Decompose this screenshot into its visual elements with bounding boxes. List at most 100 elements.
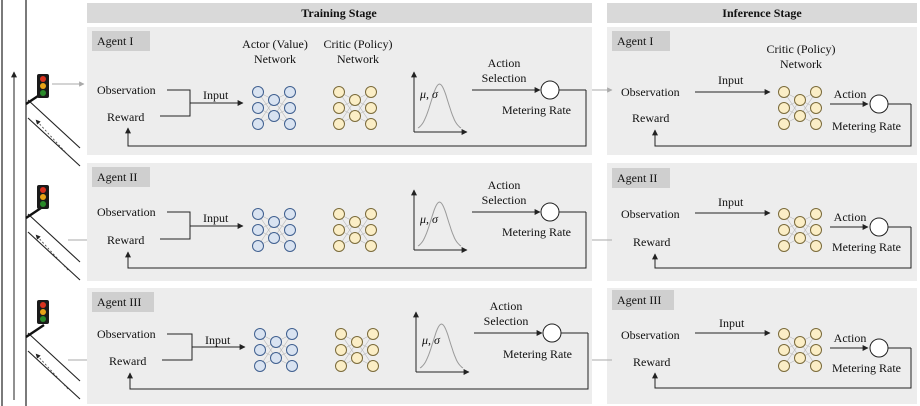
observation-label: Observation	[97, 327, 156, 341]
network-node	[810, 208, 822, 220]
network-node	[778, 224, 790, 236]
agent-name: Agent III	[617, 293, 661, 307]
network-node	[365, 208, 377, 220]
inference-stage-header	[607, 3, 917, 23]
network-node	[254, 328, 266, 340]
network-node	[810, 240, 822, 252]
critic-network	[333, 208, 377, 252]
network-node	[284, 118, 296, 130]
network-node	[778, 240, 790, 252]
input-label: Input	[203, 88, 229, 102]
action-label: Action	[490, 299, 523, 313]
actor-network	[252, 208, 296, 252]
network-node	[252, 102, 264, 114]
reward-label: Reward	[107, 233, 144, 247]
network-node	[335, 328, 347, 340]
gaussian-curve	[417, 83, 462, 129]
network-node	[270, 352, 282, 364]
ramp-1	[27, 99, 81, 149]
agent-tag	[92, 167, 150, 187]
network-node	[252, 224, 264, 236]
critic-network-title: Critic (Policy)	[324, 37, 393, 51]
training-agent-2: Agent II Observation Reward Input μ, σ A…	[92, 167, 587, 269]
traffic-light-icon	[37, 185, 49, 209]
distribution-plot	[413, 311, 470, 375]
distribution-label: μ, σ	[419, 212, 439, 226]
agent-name: Agent I	[97, 34, 133, 48]
critic-network	[333, 86, 377, 130]
selection-label: Selection	[482, 193, 527, 207]
observation-label: Observation	[621, 207, 680, 221]
selection-label: Selection	[484, 314, 529, 328]
metering-node	[542, 323, 562, 343]
action-label: Action	[488, 56, 521, 70]
action-label: Action	[834, 331, 867, 345]
training-to-inference-connectors	[592, 87, 613, 361]
gaussian-curve	[419, 323, 464, 369]
distribution-plot	[411, 71, 468, 135]
network-node	[365, 240, 377, 252]
metering-node	[869, 217, 889, 237]
network-node	[268, 94, 280, 106]
metering-node	[540, 202, 560, 222]
metering-node	[869, 94, 889, 114]
critic-network-title-line2: Network	[337, 52, 379, 66]
inference-network	[778, 208, 822, 252]
network-node	[349, 232, 361, 244]
network-node	[284, 86, 296, 98]
network-node	[284, 102, 296, 114]
input-label: Input	[205, 333, 231, 347]
network-node	[252, 208, 264, 220]
input-label: Input	[718, 195, 744, 209]
network-node	[810, 360, 822, 372]
training-agent-3: Agent III Observation Reward Input μ, σ …	[92, 292, 589, 390]
observation-label: Observation	[97, 83, 156, 97]
highway-illustration	[1, 0, 81, 406]
action-label: Action	[488, 178, 521, 192]
ramp-meter-bar-3	[25, 324, 45, 338]
inference-stage-title: Inference Stage	[722, 6, 802, 20]
input-label: Input	[203, 211, 229, 225]
agent-tag	[612, 290, 674, 310]
network-node	[333, 118, 345, 130]
actor-network	[254, 328, 298, 372]
observation-label: Observation	[621, 328, 680, 342]
network-node	[778, 344, 790, 356]
agent-tag	[92, 31, 150, 51]
inference-agent-3: Agent III Observation Reward Input Actio…	[612, 290, 912, 389]
network-node	[794, 232, 806, 244]
network-node	[286, 360, 298, 372]
inference-agent-2: Agent II Observation Reward Input Action…	[612, 168, 912, 269]
metering-rate-label: Metering Rate	[502, 225, 571, 239]
network-node	[252, 118, 264, 130]
agent-tag	[92, 292, 154, 312]
network-node	[349, 216, 361, 228]
network-node	[778, 328, 790, 340]
reward-label: Reward	[632, 111, 669, 125]
action-label: Action	[834, 87, 867, 101]
input-label: Input	[719, 316, 745, 330]
network-node	[252, 240, 264, 252]
agent-name: Agent II	[97, 170, 137, 184]
training-stage-header	[87, 3, 592, 23]
network-node	[365, 224, 377, 236]
network-node	[333, 224, 345, 236]
metering-rate-label: Metering Rate	[832, 240, 901, 254]
network-node	[778, 102, 790, 114]
inference-network-title: Critic (Policy)	[767, 42, 836, 56]
network-node	[270, 336, 282, 348]
metering-rate-label: Metering Rate	[832, 119, 901, 133]
reward-label: Reward	[109, 354, 146, 368]
network-node	[284, 240, 296, 252]
metering-node	[540, 80, 560, 100]
observation-label: Observation	[621, 85, 680, 99]
network-node	[778, 118, 790, 130]
distribution-plot	[411, 189, 468, 253]
network-node	[365, 86, 377, 98]
training-agent-panel	[87, 163, 592, 281]
gaussian-curve	[417, 201, 462, 247]
network-node	[810, 86, 822, 98]
network-node	[778, 208, 790, 220]
network-node	[794, 352, 806, 364]
